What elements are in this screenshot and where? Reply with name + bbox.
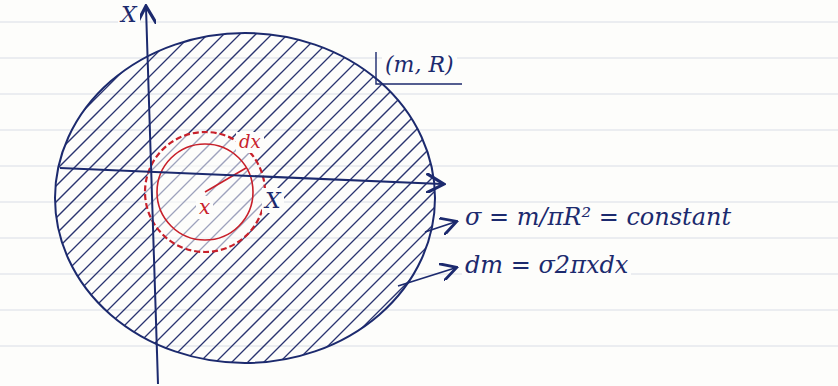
mass-element-formula: dm = σ2πxdx	[462, 252, 631, 280]
axis-label: X	[262, 188, 284, 213]
hatch-line	[96, 6, 476, 386]
hatch-line	[416, 6, 796, 386]
hatch-line	[640, 6, 838, 386]
hatch-line	[0, 6, 332, 386]
hatch-line	[480, 6, 838, 386]
hatch-line	[256, 6, 636, 386]
hatch-line	[0, 6, 28, 386]
hatch-line	[0, 6, 380, 386]
hatch-line	[608, 6, 838, 386]
hatch-line	[128, 6, 508, 386]
hatch-line	[0, 6, 44, 386]
hatch-line	[336, 6, 716, 386]
hatch-line	[560, 6, 838, 386]
hatch-line	[0, 6, 12, 386]
hatch-line	[208, 6, 588, 386]
hatch-line	[224, 6, 604, 386]
hatch-line	[272, 6, 652, 386]
hatch-line	[448, 6, 828, 386]
density-formula: σ = m/πR² = constant	[462, 204, 734, 232]
hatch-line	[592, 6, 838, 386]
hatch-line	[0, 6, 108, 386]
hatch-line	[0, 6, 348, 386]
radius-label: x	[196, 196, 213, 219]
hatch-line	[528, 6, 838, 386]
hatch-line	[0, 6, 76, 386]
hatch-line	[672, 6, 838, 386]
hatch-line	[288, 6, 668, 386]
hatch-line	[48, 6, 428, 386]
hatch-line	[432, 6, 812, 386]
mass-radius-label: (m, R)	[382, 52, 457, 77]
hatch-line	[368, 6, 748, 386]
hatch-line	[544, 6, 838, 386]
hatch-line	[16, 6, 396, 386]
hatch-line	[688, 6, 838, 386]
hatch-line	[352, 6, 732, 386]
hatch-line	[0, 6, 316, 386]
hatch-line	[512, 6, 838, 386]
hatch-line	[496, 6, 838, 386]
hatch-line	[144, 6, 524, 386]
hatch-line	[656, 6, 838, 386]
axis-label: X	[118, 2, 140, 27]
hatch-line	[624, 6, 838, 386]
hatch-line	[576, 6, 838, 386]
hatch-line	[464, 6, 838, 386]
hatch-line	[0, 6, 300, 386]
hatch-line	[240, 6, 620, 386]
width-label: dx	[236, 132, 264, 153]
hatch-line	[0, 6, 140, 386]
hatch-line	[0, 6, 60, 386]
hatch-line	[320, 6, 700, 386]
hatch-line	[400, 6, 780, 386]
